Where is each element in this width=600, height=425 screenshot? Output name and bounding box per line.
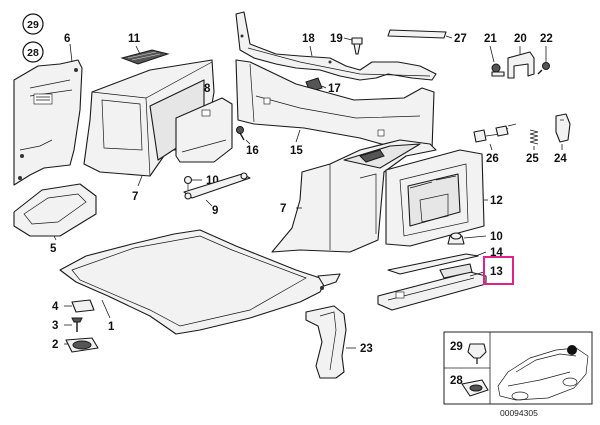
callout-2[interactable]: 2: [52, 339, 58, 351]
circled-callout-29[interactable]: 29: [22, 13, 44, 35]
callout-6[interactable]: 6: [64, 33, 70, 45]
callout-24[interactable]: 24: [554, 153, 567, 165]
callout-29: 29: [27, 19, 39, 31]
part-15-rear-panel[interactable]: [235, 59, 435, 153]
part-4-pad[interactable]: [71, 299, 95, 313]
callout-12[interactable]: 12: [490, 195, 503, 207]
part-3-screw[interactable]: [71, 317, 83, 332]
part-10-clip-left[interactable]: [183, 175, 193, 191]
inset-part-28[interactable]: [461, 379, 489, 397]
callout-1[interactable]: 1: [108, 321, 115, 333]
part-26-cable[interactable]: [473, 123, 517, 143]
part-12-frame[interactable]: [385, 149, 485, 247]
part-27-strip[interactable]: [387, 29, 447, 39]
part-8-panel[interactable]: [175, 97, 233, 163]
callout-15[interactable]: 15: [290, 145, 303, 157]
part-10-clip-right[interactable]: [447, 232, 465, 245]
callout-19[interactable]: 19: [330, 33, 343, 45]
callout-18[interactable]: 18: [302, 33, 315, 45]
callout-17[interactable]: 17: [328, 83, 341, 95]
callout-20[interactable]: 20: [514, 33, 527, 45]
part-11-grille[interactable]: [120, 49, 170, 65]
part-18-trim-strip[interactable]: [235, 11, 437, 81]
circled-callout-28[interactable]: 28: [22, 41, 44, 63]
highlight-box-13: [483, 256, 514, 285]
part-13-lower-rail[interactable]: [377, 263, 487, 311]
part-2-grommet[interactable]: [65, 337, 99, 353]
callout-16[interactable]: 16: [246, 145, 259, 157]
part-5-tray[interactable]: [13, 183, 97, 237]
inset-car-sketch: [497, 345, 589, 401]
callout-13[interactable]: 13: [490, 266, 503, 278]
callout-11[interactable]: 11: [128, 33, 141, 45]
callout-10-right[interactable]: 10: [490, 231, 503, 243]
part-16-screw[interactable]: [236, 126, 245, 141]
reference-number: 00094305: [500, 408, 538, 418]
part-22-screw[interactable]: [537, 62, 550, 75]
callout-4[interactable]: 4: [52, 301, 59, 313]
callout-7-left[interactable]: 7: [132, 191, 138, 203]
part-23-guard[interactable]: [305, 305, 347, 379]
part-19-clip[interactable]: [351, 37, 363, 55]
callout-3[interactable]: 3: [52, 320, 58, 332]
callout-5[interactable]: 5: [50, 243, 57, 255]
callout-22[interactable]: 22: [540, 33, 553, 45]
inset-box: [443, 331, 593, 405]
part-14-rail[interactable]: [387, 253, 479, 275]
part-6-side-trim-panel[interactable]: [13, 59, 83, 186]
part-25-spring[interactable]: [529, 129, 539, 145]
callout-26[interactable]: 26: [486, 153, 499, 165]
callout-21[interactable]: 21: [484, 33, 497, 45]
part-21-nut[interactable]: [491, 63, 505, 77]
callout-25[interactable]: 25: [526, 153, 539, 165]
callout-27[interactable]: 27: [454, 33, 467, 45]
part-1-floor-mat[interactable]: [59, 229, 341, 335]
inset-callout-28[interactable]: 28: [450, 375, 463, 387]
part-9-bar[interactable]: [183, 172, 251, 200]
part-20-bracket[interactable]: [507, 51, 535, 79]
part-24-handle[interactable]: [555, 113, 571, 143]
callout-28: 28: [27, 47, 39, 59]
callout-8[interactable]: 8: [204, 83, 211, 95]
callout-7-right[interactable]: 7: [280, 203, 286, 215]
inset-callout-29[interactable]: 29: [450, 341, 463, 353]
callout-23[interactable]: 23: [360, 343, 373, 355]
part-7-right-compartment[interactable]: [271, 139, 437, 253]
inset-part-29[interactable]: [467, 343, 487, 364]
callout-9[interactable]: 9: [212, 205, 218, 217]
